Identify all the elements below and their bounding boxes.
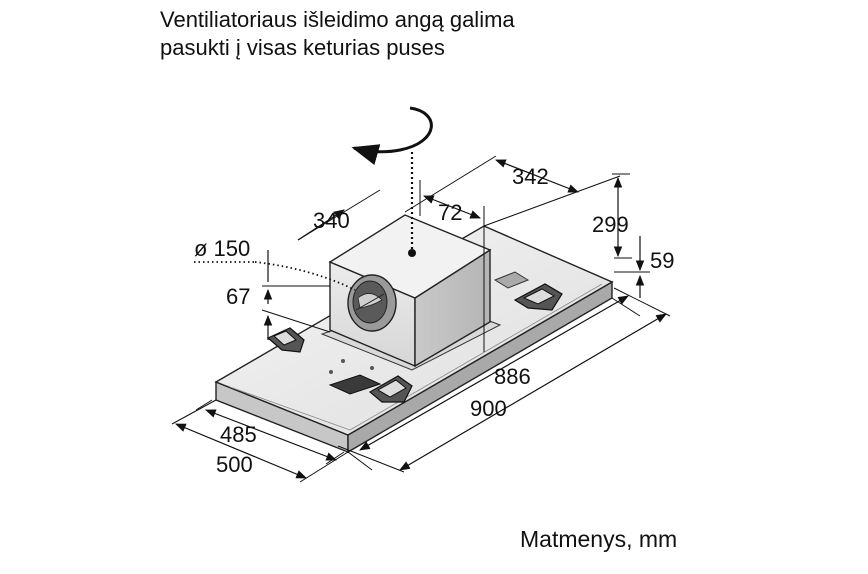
caption-line-2: pasukti į visas keturias puses xyxy=(160,35,445,60)
dim-label-59: 59 xyxy=(650,248,674,273)
dimension-500: 500 xyxy=(171,399,349,483)
dim-label-150: ø 150 xyxy=(194,236,250,261)
dim-label-299: 299 xyxy=(592,212,629,237)
bracket-front-left xyxy=(266,327,305,353)
units-label: Matmenys, mm xyxy=(520,526,678,552)
dimension-diameter-150: ø 150 xyxy=(194,236,356,291)
dimension-67: 67 xyxy=(226,250,331,340)
dimension-900: 900 xyxy=(337,287,671,473)
dimension-299: 299 xyxy=(592,173,632,259)
dim-label-342: 342 xyxy=(512,164,549,189)
rear-service-plate xyxy=(493,271,530,289)
caption-line-1: Ventiliatoriaus išleidimo angą galima xyxy=(160,7,515,32)
dim-label-72: 72 xyxy=(438,200,462,225)
dimension-72: 72 xyxy=(419,180,485,352)
dim-label-500: 500 xyxy=(216,452,253,477)
dim-label-900: 900 xyxy=(470,396,507,421)
dim-label-67: 67 xyxy=(226,284,250,309)
rotation-caption: Ventiliatoriaus išleidimo angą galima pa… xyxy=(160,6,515,62)
exhaust-outlet xyxy=(347,274,397,332)
dim-label-485: 485 xyxy=(220,422,257,447)
dimension-59: 59 xyxy=(614,236,674,298)
dim-label-340: 340 xyxy=(313,208,350,233)
dimension-342: 342 xyxy=(404,155,621,227)
dimension-340: 340 xyxy=(297,189,381,241)
dim-label-886: 886 xyxy=(494,364,531,389)
rotation-arrow-icon xyxy=(351,106,433,257)
